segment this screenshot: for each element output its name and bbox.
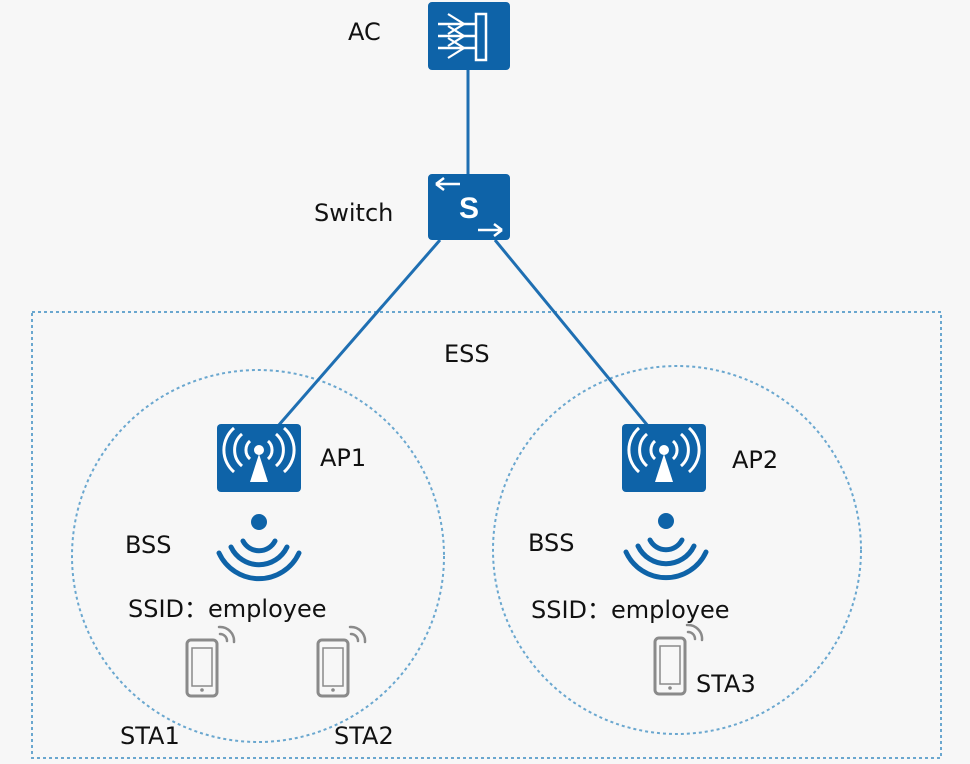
sta2-label: STA2 [334, 722, 394, 750]
bss-2-boundary [492, 365, 862, 735]
switch-label: Switch [314, 199, 394, 227]
sta3-label: STA3 [696, 670, 756, 698]
ap1-icon [215, 422, 303, 494]
sta1-label: STA1 [120, 722, 180, 750]
wifi-signal-icon-bss2 [626, 513, 706, 578]
ess-label: ESS [444, 340, 490, 368]
link-switch-ap2 [493, 239, 650, 427]
wifi-signal-icon-bss1 [219, 514, 299, 579]
smartphone-icon-sta1 [185, 625, 236, 698]
ap2-icon [620, 422, 708, 494]
smartphone-icon-sta3 [653, 623, 704, 696]
svg-text:S: S [459, 192, 479, 225]
ac-label: AC [348, 18, 381, 46]
ssid-1-label: SSID：employee [128, 595, 327, 623]
ssid-2-label: SSID：employee [531, 596, 730, 624]
switch-icon: S [428, 174, 510, 240]
smartphone-icon-sta2 [316, 625, 367, 698]
ac-controller-icon [428, 2, 510, 70]
ap1-label: AP1 [320, 444, 367, 472]
ess-boundary [31, 311, 942, 759]
ap2-label: AP2 [732, 446, 779, 474]
bss-1-boundary [71, 369, 445, 743]
bss-2-label: BSS [528, 529, 575, 557]
bss-1-label: BSS [125, 531, 172, 559]
link-switch-ap1 [276, 239, 442, 427]
